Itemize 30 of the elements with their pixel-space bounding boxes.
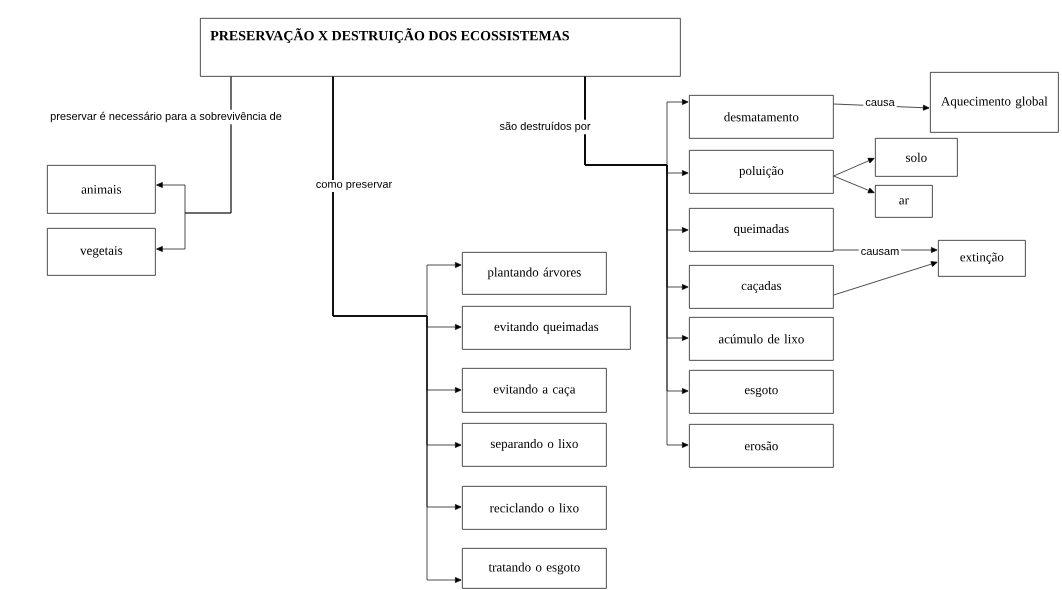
edge-label: como preservar	[313, 179, 395, 193]
edge-label: causa	[863, 98, 897, 108]
edge-label: causam	[858, 247, 902, 257]
concept-box: desmatamento	[689, 95, 834, 139]
arrow	[833, 157, 875, 177]
arrow	[833, 261, 938, 296]
concept-box: caçadas	[689, 265, 834, 309]
concept-box: esgoto	[689, 370, 834, 414]
arrow	[833, 175, 875, 194]
concept-box: evitando queimadas	[462, 306, 631, 350]
concept-box: plantando árvores	[462, 252, 607, 295]
title-box	[200, 18, 681, 77]
concept-box: erosão	[689, 424, 834, 468]
arrow	[156, 76, 232, 252]
concept-box: reciclando o lixo	[462, 486, 607, 530]
concept-box: extinção	[938, 240, 1026, 277]
concept-box: queimadas	[689, 208, 834, 252]
concept-box: tratando o esgoto	[462, 548, 607, 589]
edge-label: são destruídos por	[497, 119, 593, 135]
concept-box: vegetais	[47, 228, 156, 276]
concept-box: Aquecimento global	[930, 72, 1059, 133]
concept-box: ar	[875, 185, 933, 218]
concept-box: animais	[47, 165, 156, 214]
concept-box: poluição	[689, 150, 834, 194]
node-label: PRESERVAÇÃO X DESTRUIÇÃO DOS ECOSSISTEMAS	[210, 28, 570, 44]
edge-label: preservar é necessário para a sobrevivência de	[48, 109, 284, 125]
concept-box: separando o lixo	[462, 423, 607, 467]
concept-box: evitando a caça	[462, 368, 607, 413]
concept-box: solo	[875, 138, 958, 177]
concept-box: acúmulo de lixo	[689, 317, 834, 361]
